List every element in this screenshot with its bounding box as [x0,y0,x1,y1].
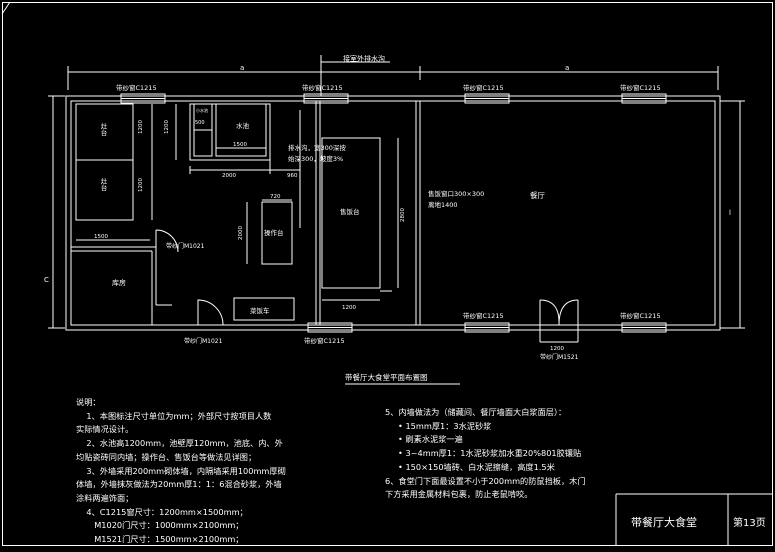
pool-label: 水池 [236,121,250,130]
main-door [539,299,579,343]
counter-label: 灶台 [99,177,107,193]
prep-table-label: 操作台 [264,228,284,237]
partition-walls [71,101,421,325]
dim-label: 1200 [138,178,144,192]
dim-label: 1200 [138,120,144,134]
drain-outlet-label: 接室外排水沟 [343,54,385,63]
dining-label: 餐厅 [530,191,545,200]
dim-label: 1200 [164,120,170,134]
cart-label: 菜饭车 [250,306,270,315]
dim-right: l [729,209,731,217]
plan-title: 带餐厅大食堂平面布置图 [345,372,428,382]
dim-label: 1500 [94,234,108,240]
window-label: 带纱窗C1215 [463,311,504,320]
corner-mark [1,1,11,15]
dim-label: 2000 [238,226,244,240]
dim-top-right: a [565,64,569,72]
serving-window-line2: 离地1400 [428,200,458,209]
notes-left: 说明： 1、本图标注尺寸单位为mm；外部尺寸按项目人数 实际情况设计。 2、水池… [76,397,286,545]
serving-window-line1: 售饭窗口300×300 [428,189,484,198]
window-label: 带纱窗C1215 [620,311,661,320]
dim-label: 1200 [342,305,356,311]
cart [233,297,295,321]
dim-label: 2000 [222,173,236,179]
prep-table [261,201,293,265]
dim-left: C [44,276,49,284]
dim-label: 2800 [400,208,406,222]
pool-small-label: 小水池 [196,107,208,113]
door-label: 带纱门M1021 [184,337,223,345]
title-block-name: 带餐厅大食堂 [631,515,697,529]
door-label: 带纱门M1021 [166,242,205,250]
dim-label: 720 [270,194,281,200]
inner-door-swing [155,229,179,253]
notes-right: 5、内墙做法为（储藏间、餐厅墙面大白浆面层）： • 15mm厚1：3水泥砂浆 •… [385,407,586,500]
title-block-page: 第13页 [733,516,766,529]
window-label: 带纱窗C1215 [620,83,661,92]
storage-label: 库房 [112,278,126,287]
title-block [615,493,772,545]
drain-note-line1: 排水沟，宽300深按 [288,143,346,152]
window-marks [120,93,667,333]
pool-area [189,103,271,161]
window-label: 带纱窗C1215 [302,83,343,92]
outer-walls [65,95,721,331]
window-label: 带纱窗C1215 [116,83,157,92]
dim-label: 1500 [233,142,247,148]
dim-label: 500 [195,120,205,126]
dim-top-left: a [240,64,244,72]
dim-label: 960 [287,173,298,179]
counter-label: 灶台 [99,122,107,138]
drain-note: 排水沟，宽300深按 始深300，坡度3% [288,143,348,163]
serving-window-note: 售饭窗口300×300 离地1400 [428,189,486,209]
drain-note-line2: 始深300，坡度3% [288,154,343,163]
window-label: 带纱窗C1215 [463,83,504,92]
serving-counter-label: 售饭台 [340,207,360,216]
dim-label: 1200 [550,346,564,352]
stove-counters [75,103,134,221]
outer-door-swing [197,299,224,326]
serving-counter [321,137,381,289]
door-label: 带纱门M1521 [540,353,579,361]
window-label: 带纱窗C1215 [304,336,345,345]
